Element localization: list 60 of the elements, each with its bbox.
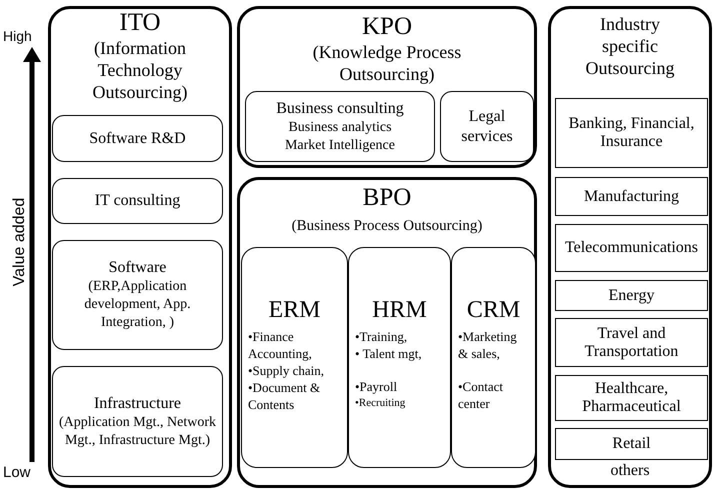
box-label: Legal services <box>460 106 514 146</box>
industry-box <box>555 177 708 216</box>
service-box <box>440 91 534 162</box>
bullet-item: •Payroll <box>355 378 398 395</box>
box-label: (Application Mgt., Network Mgt., Infrastructure Mgt.) <box>58 414 218 450</box>
bullet-item: •Contact center <box>458 378 504 412</box>
box-label: Market Intelligence <box>284 136 395 154</box>
group-title: HRM <box>371 296 428 324</box>
box-label: Business analytics <box>288 118 392 136</box>
service-box <box>52 115 223 162</box>
group-subtitle: (Business Process Outsourcing) <box>292 217 482 236</box>
group-title: KPO <box>362 13 412 41</box>
box-label: Travel and Transportation <box>584 324 680 360</box>
box-label: Infrastructure <box>94 394 182 414</box>
group-title: Industry specific Outsourcing <box>584 13 676 79</box>
bullet-item: •Document & Contents <box>248 379 322 413</box>
industry-box <box>555 280 708 311</box>
bullet-item: •Supply chain, <box>248 362 326 379</box>
category-panel <box>237 177 537 488</box>
box-label: Healthcare, Pharmaceutical <box>581 380 682 416</box>
box-label: Manufacturing <box>584 188 680 206</box>
box-label: Retail <box>612 435 651 453</box>
service-box <box>52 178 223 224</box>
group-title: ITO <box>119 9 161 37</box>
bullet-item: •Training, <box>355 328 408 345</box>
service-box <box>52 240 223 350</box>
category-panel <box>548 6 712 488</box>
group-subtitle: (Information Technology Outsourcing) <box>92 37 188 103</box>
group-title: CRM <box>466 296 522 324</box>
box-label: Banking, Financial, Insurance <box>568 115 696 151</box>
bullet-item: •Marketing & sales, <box>458 328 518 362</box>
industry-box <box>555 224 708 272</box>
service-column <box>348 247 451 468</box>
axis-title: Value added <box>10 196 29 288</box>
box-label: Energy <box>608 286 654 304</box>
bullet-item: • Talent mgt, <box>355 345 423 362</box>
category-panel <box>48 6 232 488</box>
bullet-item: •Recruiting <box>355 396 406 411</box>
box-label: (ERP,Application development, App. Integration, ) <box>83 278 192 332</box>
group-title: BPO <box>362 184 412 212</box>
box-label: IT consulting <box>94 191 180 211</box>
industry-box <box>555 375 708 421</box>
industry-box <box>555 98 708 168</box>
service-column <box>241 247 348 468</box>
industry-box <box>555 318 708 367</box>
axis-label: High <box>3 27 32 45</box>
box-label: Telecommunications <box>564 239 698 257</box>
service-box <box>52 366 223 477</box>
box-label: Software <box>108 258 166 278</box>
box-label: others <box>609 461 651 481</box>
service-column <box>451 247 536 468</box>
service-box <box>245 91 435 162</box>
group-subtitle: (Knowledge Process Outsourcing) <box>312 41 462 85</box>
box-label: Business consulting <box>276 98 404 118</box>
box-label: Software R&D <box>89 128 186 148</box>
axis-label: Low <box>3 463 31 483</box>
category-panel <box>237 6 537 168</box>
industry-box <box>555 428 708 460</box>
group-title: ERM <box>267 296 322 324</box>
bullet-item: •Finance Accounting, <box>248 328 313 362</box>
